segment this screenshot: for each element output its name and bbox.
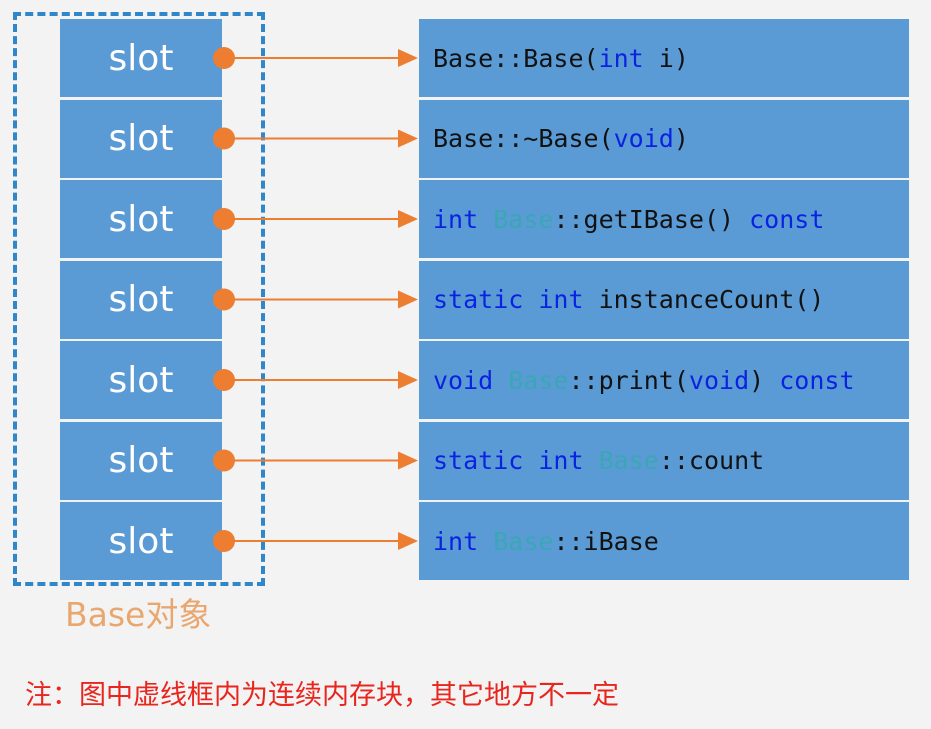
arrow-head [398, 210, 418, 228]
slot-cell: slot [60, 19, 222, 97]
code-text: ::print( [568, 365, 689, 395]
code-text: ::count [658, 446, 765, 475]
arrow-head [398, 371, 418, 389]
code-keyword: static [433, 285, 524, 314]
slot-cell: slot [60, 421, 222, 500]
pointer-dot [213, 288, 235, 311]
code-type-name: Base [508, 365, 569, 395]
slot-cell: slot [60, 180, 222, 258]
arrow-head [398, 290, 418, 309]
code-keyword: int [433, 204, 479, 234]
code-keyword: void [433, 365, 494, 395]
code-keyword: static [433, 446, 524, 475]
member-row: int Base::getIBase() const [419, 180, 909, 258]
pointer-dot [213, 369, 235, 391]
pointer-dot [213, 449, 235, 472]
code-text: Base::~Base( [433, 124, 614, 153]
code-keyword: int [538, 446, 584, 475]
code-text: instanceCount() [583, 285, 825, 314]
code-keyword: const [779, 365, 855, 395]
pointer-dot [213, 208, 235, 230]
code-keyword: void [613, 124, 674, 153]
code-text: ) [673, 124, 689, 153]
code-text: i) [643, 43, 689, 73]
slot-cell: slot [60, 502, 222, 580]
code-type-name: Base [493, 526, 554, 556]
code-keyword: int [538, 285, 584, 314]
pointer-dot [213, 47, 235, 69]
arrow-head [398, 49, 418, 67]
slot-cell: slot [60, 341, 222, 419]
slot-cell: slot [60, 260, 222, 339]
arrow-head [398, 532, 418, 550]
slot-cell: slot [60, 99, 222, 178]
code-keyword: void [688, 365, 750, 395]
member-row: static int Base::count [419, 421, 909, 500]
code-text: ::getIBase() [553, 204, 750, 234]
member-row: int Base::iBase [419, 502, 909, 580]
pointer-dot [213, 530, 235, 552]
arrow-head [398, 451, 418, 470]
footnote: 注：图中虚线框内为连续内存块，其它地方不一定 [25, 680, 619, 711]
code-text: ::iBase [553, 526, 659, 556]
pointer-dot [213, 127, 235, 150]
member-row: Base::Base(int i) [419, 19, 909, 97]
code-type-name: Base [598, 446, 659, 475]
code-keyword: const [749, 204, 825, 234]
code-keyword: int [433, 526, 479, 556]
arrow-head [398, 129, 418, 148]
member-row: static int instanceCount() [419, 260, 909, 339]
member-row: void Base::print(void) const [419, 341, 909, 419]
code-type-name: Base [493, 204, 554, 234]
code-text: ) [749, 365, 780, 395]
object-caption: Base对象 [65, 595, 212, 634]
code-text: Base::Base( [433, 43, 599, 73]
member-row: Base::~Base(void) [419, 99, 909, 178]
code-keyword: int [598, 43, 644, 73]
